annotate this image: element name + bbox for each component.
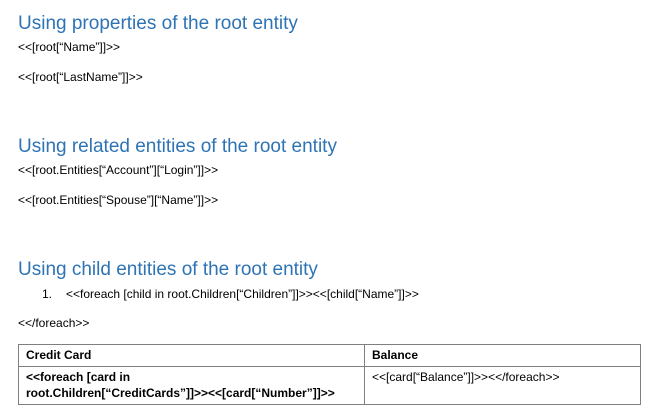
template-tag-foreach-children: <<foreach [child in root.Children[“Child…: [66, 287, 419, 301]
template-tag-spouse-name: <<[root.Entities[“Spouse”][“Name”]]>>: [18, 193, 219, 207]
template-tag-foreach-card: <<foreach [card in: [26, 370, 131, 384]
section-heading-root-properties: Using properties of the root entity: [18, 13, 298, 34]
template-tag-account-login: <<[root.Entities[“Account”][“Login”]]>>: [18, 163, 219, 177]
template-tag-root-name: <<[root[“Name”]]>>: [18, 40, 121, 54]
template-tag-end-foreach: <</foreach>>: [18, 316, 90, 330]
credit-card-table: Credit Card Balance <<foreach [card in r…: [18, 344, 641, 405]
list-number: 1.: [42, 287, 53, 301]
template-tag-root-lastname: <<[root[“LastName”]]>>: [18, 70, 143, 84]
section-heading-related-entities: Using related entities of the root entit…: [18, 136, 337, 157]
template-tag-card-number: root.Children[“CreditCards”]]>><<[card[“…: [26, 386, 335, 400]
table-cell-credit-card: <<foreach [card in root.Children[“Credit…: [18, 366, 365, 405]
section-heading-child-entities: Using child entities of the root entity: [18, 259, 318, 280]
column-header-balance: Balance: [364, 344, 641, 367]
table-cell-balance: <<[card[“Balance”]]>><</foreach>>: [364, 366, 641, 405]
table-row: <<foreach [card in root.Children[“Credit…: [18, 366, 641, 405]
list-item: 1. <<foreach [child in root.Children[“Chi…: [42, 287, 419, 302]
table-header-row: Credit Card Balance: [18, 344, 641, 367]
column-header-credit-card: Credit Card: [18, 344, 365, 367]
